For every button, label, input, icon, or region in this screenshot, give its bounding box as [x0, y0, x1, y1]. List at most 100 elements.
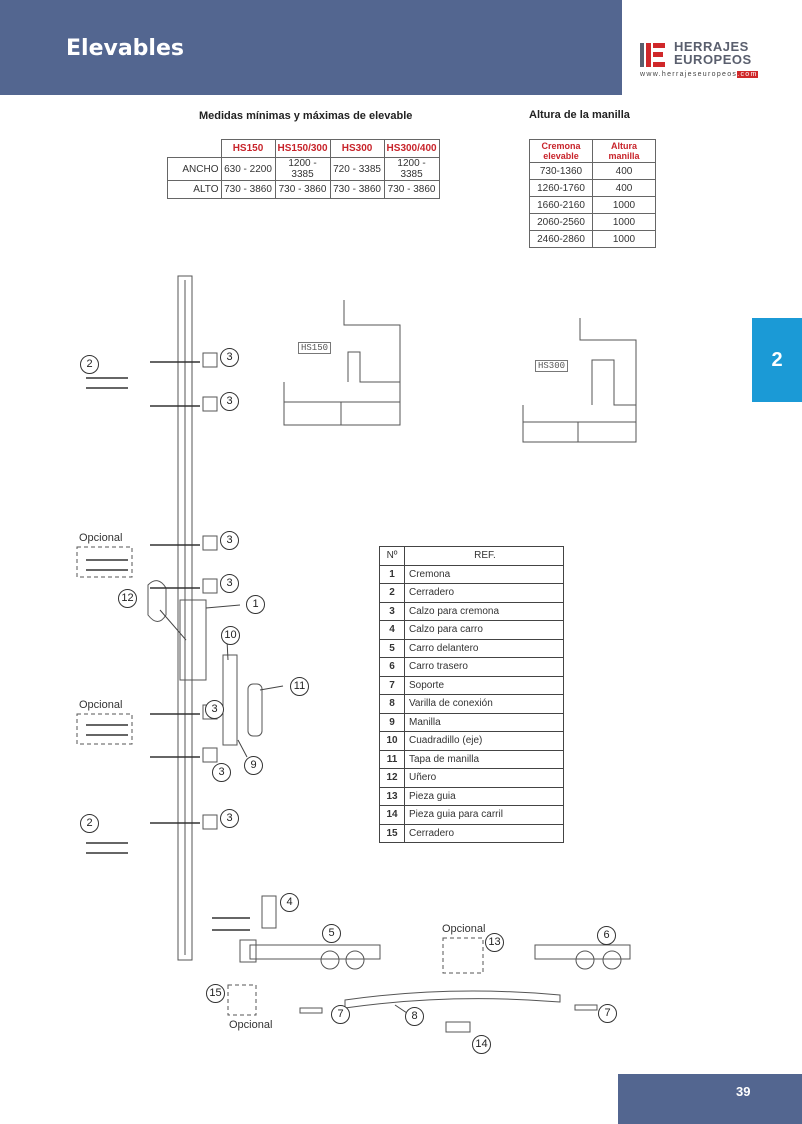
callout-3: 3: [220, 348, 239, 367]
callout-3: 3: [220, 531, 239, 550]
callout-12: 12: [118, 589, 137, 608]
part-number: 14: [379, 805, 405, 825]
callout-11: 11: [290, 677, 309, 696]
wedges-drawing: [202, 352, 277, 929]
callout-4: 4: [280, 893, 299, 912]
optional-boxes: [76, 546, 484, 1016]
part-name: Soporte: [404, 675, 564, 695]
col-header: REF.: [404, 546, 564, 566]
row-label: ALTO: [167, 180, 222, 199]
page-number: 39: [736, 1084, 751, 1099]
cell: 730 - 3860: [383, 180, 440, 199]
footer-bar: 39: [618, 1074, 802, 1124]
callout-3: 3: [220, 809, 239, 828]
optional-label: Opcional: [229, 1019, 273, 1031]
profile-label-hs150: HS150: [298, 342, 332, 354]
callout-10: 10: [221, 626, 240, 645]
part-number: 1: [379, 564, 405, 584]
cell: 730 - 3860: [274, 180, 331, 199]
optional-label: Opcional: [442, 923, 486, 935]
cell: 720 - 3385: [329, 157, 385, 181]
part-name: Calzo para carro: [404, 620, 564, 640]
part-name: Uñero: [404, 768, 564, 788]
callout-3: 3: [205, 700, 224, 719]
callout-15: 15: [206, 984, 225, 1003]
part-name: Varilla de conexión: [404, 694, 564, 714]
part-number: 8: [379, 694, 405, 714]
part-number: 7: [379, 675, 405, 695]
part-name: Tapa de manilla: [404, 749, 564, 769]
callout-2: 2: [80, 814, 99, 833]
cell: 1200 - 3385: [274, 157, 331, 181]
part-name: Manilla: [404, 712, 564, 732]
part-name: Pieza guia: [404, 786, 564, 806]
row-label: ANCHO: [167, 157, 222, 181]
section-tab[interactable]: 2: [752, 318, 802, 402]
part-number: 5: [379, 638, 405, 658]
callout-6: 6: [597, 926, 616, 945]
part-name: Cuadradillo (eje): [404, 731, 564, 751]
profile-hs150-drawing: [283, 300, 401, 426]
part-number: 3: [379, 601, 405, 621]
callout-7: 7: [598, 1004, 617, 1023]
logo-url: www.herrajeseuropeos.com: [640, 71, 758, 78]
callout-3: 3: [220, 392, 239, 411]
callout-13: 13: [485, 933, 504, 952]
col-header: Nº: [379, 546, 405, 566]
callout-14: 14: [472, 1035, 491, 1054]
part-number: 4: [379, 620, 405, 640]
callout-7: 7: [331, 1005, 350, 1024]
part-name: Pieza guia para carril: [404, 805, 564, 825]
callout-5: 5: [322, 924, 341, 943]
logo-mark-icon: [640, 43, 665, 67]
part-number: 2: [379, 583, 405, 603]
part-name: Cerradero: [404, 823, 564, 843]
profile-hs300-drawing: [522, 318, 637, 443]
part-number: 13: [379, 786, 405, 806]
page-title: Elevables: [66, 36, 184, 61]
profile-label-hs300: HS300: [535, 360, 569, 372]
part-number: 6: [379, 657, 405, 677]
part-number: 11: [379, 749, 405, 769]
handle-table-title: Altura de la manilla: [529, 109, 630, 121]
part-number: 9: [379, 712, 405, 732]
cremona-rail-drawing: [147, 275, 263, 963]
part-number: 12: [379, 768, 405, 788]
cell: 1000: [592, 230, 656, 248]
callout-3: 3: [212, 763, 231, 782]
optional-label: Opcional: [79, 699, 123, 711]
leader-lines: [159, 604, 411, 1016]
callout-9: 9: [244, 756, 263, 775]
callout-3: 3: [220, 574, 239, 593]
part-name: Cremona: [404, 564, 564, 584]
part-name: Carro delantero: [404, 638, 564, 658]
col-header: Altura manilla: [592, 139, 656, 163]
